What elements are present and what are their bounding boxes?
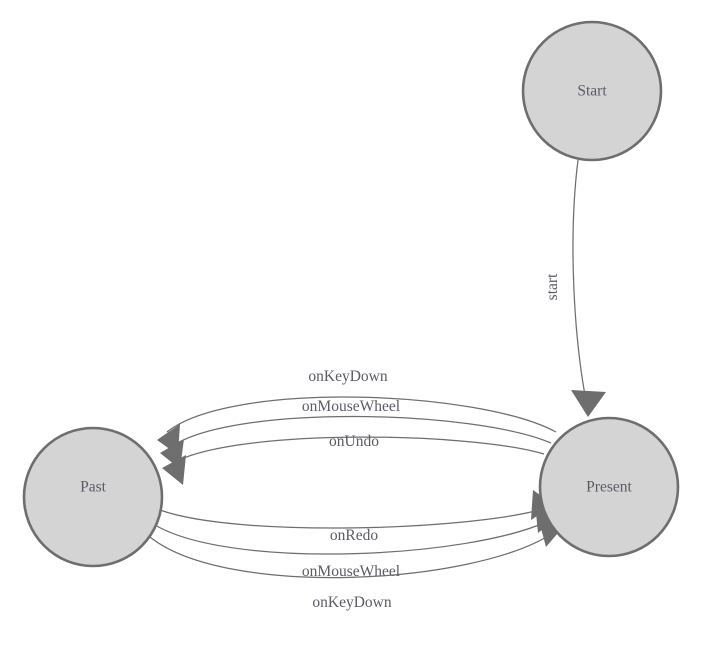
node-start-circle[interactable] [521, 20, 663, 162]
edge-path-redo-mousewheel [154, 520, 549, 555]
node-start[interactable]: Start [521, 20, 663, 162]
edge-path-redo-keydown [149, 532, 554, 579]
edge-label-redo-keydown: onKeyDown [312, 594, 391, 611]
edge-path-start [572, 159, 588, 407]
node-start-label: Start [577, 83, 607, 100]
edge-path-undo-keydown [166, 396, 557, 433]
edge-label-undo-keydown: onKeyDown [308, 368, 387, 385]
node-past-circle[interactable] [22, 426, 164, 568]
node-present-circle[interactable] [538, 416, 680, 558]
edge-path-undo-mousewheel [170, 415, 552, 448]
edge-present-to-past-onundo[interactable]: onUndo [162, 433, 545, 485]
edge-label-undo: onUndo [329, 433, 379, 450]
edge-label-start: start [544, 273, 561, 300]
node-past-label: Past [80, 479, 107, 496]
node-past[interactable]: Past [22, 426, 164, 568]
edge-past-to-present-onredo[interactable]: onRedo [159, 490, 554, 544]
edge-start-to-present[interactable]: start [544, 159, 606, 417]
node-present[interactable]: Present [538, 416, 680, 558]
edge-path-redo [159, 508, 544, 529]
arrowhead-start-to-present [571, 390, 606, 417]
edge-label-undo-mousewheel: onMouseWheel [302, 398, 400, 415]
arrowhead-undo [162, 455, 186, 485]
edge-label-redo: onRedo [330, 527, 378, 544]
edge-path-undo [172, 436, 545, 464]
edge-past-to-present-onkeydown[interactable]: onKeyDown [149, 517, 564, 611]
node-present-label: Present [586, 479, 632, 496]
